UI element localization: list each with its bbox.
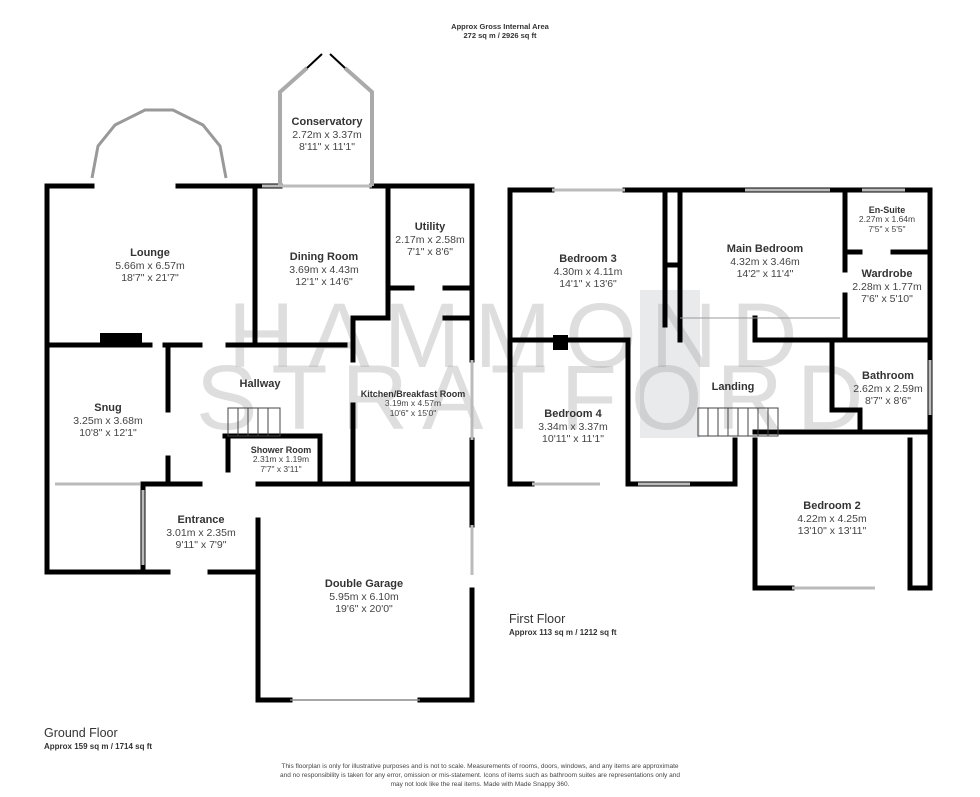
room-metric: 3.25m x 3.68m — [73, 414, 143, 427]
room-name: Double Garage — [324, 578, 404, 590]
gross-area-label: Approx Gross Internal Area — [451, 22, 549, 31]
room-wardrobe: Wardrobe 2.28m x 1.77m 7'6" x 5'10" — [852, 268, 921, 305]
disclaimer-line3: may not look like the real items. Made w… — [390, 780, 570, 788]
first-floor-label: First Floor Approx 113 sq m / 1212 sq ft — [509, 612, 617, 637]
room-metric: 2.28m x 1.77m — [852, 280, 922, 293]
ground-floor-area: Approx 159 sq m / 1714 sq ft — [44, 742, 153, 751]
room-en-suite: En-Suite 2.27m x 1.64m 7'5" x 5'5" — [859, 205, 915, 235]
gross-area-value: 272 sq m / 2926 sq ft — [463, 31, 537, 41]
room-name: Snug — [94, 402, 122, 414]
room-kitchen: Kitchen/Breakfast Room 3.19m x 4.57m 10'… — [361, 389, 466, 419]
room-imperial: 19'6" x 20'0" — [335, 602, 393, 615]
room-imperial: 12'1" x 14'6" — [295, 275, 353, 288]
room-imperial: 14'2" x 11'4" — [736, 267, 794, 280]
room-metric: 2.27m x 1.64m — [858, 214, 916, 225]
room-imperial: 18'7" x 21'7" — [121, 271, 179, 284]
first-windows — [532, 188, 932, 590]
room-entrance: Entrance 3.01m x 2.35m 9'11" x 7'9" — [166, 514, 235, 551]
lounge-chimney — [100, 333, 142, 346]
room-metric: 2.17m x 2.58m — [395, 233, 465, 246]
room-imperial: 10'8" x 12'1" — [79, 426, 137, 439]
room-hallway: Hallway — [240, 378, 281, 391]
room-metric: 5.66m x 6.57m — [115, 259, 185, 272]
room-name: Hallway — [239, 378, 281, 390]
watermark-line2: STRATFORD — [196, 347, 878, 449]
room-bedroom-3: Bedroom 3 4.30m x 4.11m 14'1" x 13'6" — [554, 253, 623, 290]
room-metric: 3.69m x 4.43m — [289, 263, 359, 276]
room-imperial: 8'7" x 8'6" — [865, 394, 911, 407]
ground-floor-title: Ground Floor — [44, 726, 118, 740]
ground-stairs — [227, 407, 281, 437]
room-metric: 5.95m x 6.10m — [329, 590, 399, 603]
room-name: Bedroom 4 — [544, 408, 602, 420]
first-stairs — [697, 407, 779, 437]
room-imperial: 7'7" x 3'11" — [260, 464, 302, 475]
room-name: Shower Room — [250, 445, 312, 455]
room-imperial: 7'6" x 5'10" — [861, 292, 913, 305]
room-conservatory: Conservatory 2.72m x 3.37m 8'11" x 11'1" — [292, 116, 363, 153]
room-name: En-Suite — [868, 205, 906, 215]
room-metric: 4.32m x 3.46m — [730, 255, 800, 268]
room-name: Utility — [414, 221, 446, 233]
room-imperial: 9'11" x 7'9" — [175, 538, 227, 551]
bed4-chimney — [553, 335, 568, 350]
room-snug: Snug 3.25m x 3.68m 10'8" x 12'1" — [73, 402, 142, 439]
room-name: Main Bedroom — [726, 243, 804, 255]
room-metric: 3.19m x 4.57m — [384, 398, 442, 409]
room-imperial: 14'1" x 13'6" — [559, 277, 617, 290]
room-imperial: 10'6" x 15'0" — [389, 408, 437, 419]
room-metric: 4.30m x 4.11m — [553, 265, 623, 278]
room-name: Conservatory — [291, 116, 363, 128]
room-metric: 2.31m x 1.19m — [252, 454, 310, 465]
room-imperial: 13'10" x 13'11" — [797, 524, 867, 537]
room-landing: Landing — [712, 381, 755, 394]
room-name: Landing — [711, 381, 755, 393]
room-bathroom: Bathroom 2.62m x 2.59m 8'7" x 8'6" — [853, 370, 922, 407]
room-shower-room: Shower Room 2.31m x 1.19m 7'7" x 3'11" — [251, 445, 312, 475]
watermark-line1: HAMMOND — [228, 285, 812, 387]
room-bedroom-2: Bedroom 2 4.22m x 4.25m 13'10" x 13'11" — [797, 500, 866, 537]
room-double-garage: Double Garage 5.95m x 6.10m 19'6" x 20'0… — [325, 578, 403, 615]
room-name: Wardrobe — [861, 268, 913, 280]
first-floor-area: Approx 113 sq m / 1212 sq ft — [509, 628, 617, 637]
first-floor-title: First Floor — [509, 612, 566, 626]
room-metric: 3.34m x 3.37m — [538, 420, 608, 433]
room-metric: 3.01m x 2.35m — [166, 526, 236, 539]
room-metric: 2.72m x 3.37m — [292, 128, 362, 141]
room-imperial: 10'11" x 11'1" — [542, 432, 604, 445]
room-dining-room: Dining Room 3.69m x 4.43m 12'1" x 14'6" — [289, 251, 358, 288]
room-bedroom-4: Bedroom 4 3.34m x 3.37m 10'11" x 11'1" — [538, 408, 607, 445]
room-name: Entrance — [177, 514, 225, 526]
room-imperial: 8'11" x 11'1" — [298, 140, 356, 153]
ground-floor-walls — [44, 183, 475, 703]
room-name: Dining Room — [289, 251, 359, 263]
disclaimer-line1: This floorplan is only for illustrative … — [281, 763, 679, 770]
room-name: Kitchen/Breakfast Room — [360, 389, 466, 399]
ground-windows — [55, 184, 474, 575]
room-utility: Utility 2.17m x 2.58m 7'1" x 8'6" — [395, 221, 464, 258]
disclaimer-line2: and no responsibility is taken for any e… — [280, 771, 680, 779]
room-name: Lounge — [130, 247, 170, 259]
room-name: Bedroom 2 — [803, 500, 861, 512]
room-imperial: 7'5" x 5'5" — [868, 224, 906, 235]
room-lounge: Lounge 5.66m x 6.57m 18'7" x 21'7" — [115, 247, 184, 284]
room-name: Bedroom 3 — [559, 253, 617, 265]
room-imperial: 7'1" x 8'6" — [407, 245, 453, 258]
room-metric: 4.22m x 4.25m — [797, 512, 867, 525]
lounge-bay-window — [90, 108, 228, 179]
disclaimer: This floorplan is only for illustrative … — [260, 763, 700, 789]
room-name: Bathroom — [862, 370, 914, 382]
watermark-logo-block — [640, 290, 700, 438]
room-metric: 2.62m x 2.59m — [853, 382, 923, 395]
gross-area-header: Approx Gross Internal Area 272 sq m / 29… — [390, 22, 610, 41]
conservatory-doors — [306, 53, 346, 69]
room-main-bedroom: Main Bedroom 4.32m x 3.46m 14'2" x 11'4" — [727, 243, 803, 280]
ground-floor-label: Ground Floor Approx 159 sq m / 1714 sq f… — [44, 726, 152, 751]
